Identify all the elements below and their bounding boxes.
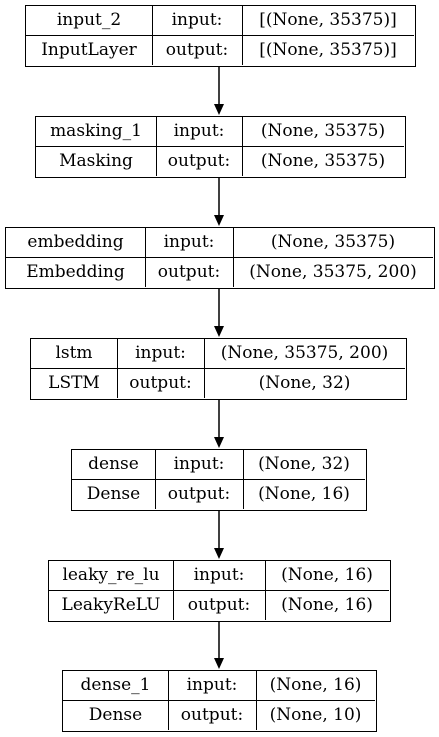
arrow-head-icon (214, 326, 224, 337)
column-divider (241, 6, 243, 65)
input-label: input: (135, 343, 186, 364)
layer-name: lstm (55, 343, 93, 364)
layer-name: masking_1 (50, 121, 142, 142)
column-divider (242, 450, 244, 509)
layer-type: Dense (88, 704, 143, 725)
row-divider (6, 257, 433, 258)
arrow-head-icon (214, 215, 224, 226)
layer-type: Dense (86, 483, 141, 504)
row-divider (63, 700, 375, 701)
column-divider (155, 117, 157, 176)
column-divider (232, 228, 234, 287)
arrow-head-icon (214, 548, 224, 559)
column-divider (241, 117, 243, 176)
output-shape: (None, 32) (258, 372, 351, 393)
layer-name: dense_1 (80, 675, 151, 696)
input-label: input: (173, 121, 225, 142)
column-divider (264, 561, 266, 620)
output-shape: (None, 35375) (260, 150, 386, 171)
input-label: input: (163, 232, 215, 253)
layer-type: LeakyReLU (61, 594, 161, 615)
layer-type: InputLayer (41, 39, 137, 60)
column-divider (154, 450, 156, 509)
output-shape: (None, 10) (269, 704, 362, 725)
output-shape: (None, 35375, 200) (249, 261, 417, 282)
column-divider (172, 561, 174, 620)
layer-type: Embedding (26, 261, 125, 282)
output-shape: (None, 16) (258, 483, 350, 504)
input-label: input: (171, 10, 223, 31)
input-shape: (None, 35375) (270, 232, 396, 253)
input-shape: (None, 35375) (260, 121, 386, 142)
output-shape: (None, 16) (281, 594, 373, 615)
column-divider (144, 228, 146, 287)
input-shape: (None, 16) (281, 565, 373, 586)
output-label: output: (157, 261, 221, 282)
output-label: output: (187, 594, 251, 615)
column-divider (151, 6, 153, 65)
row-divider (26, 35, 414, 36)
output-label: output: (180, 704, 244, 725)
layer-name: leaky_re_lu (62, 565, 160, 586)
column-divider (116, 339, 118, 398)
arrow-head-icon (214, 437, 224, 448)
row-divider (49, 590, 389, 591)
row-divider (36, 146, 404, 147)
input-shape: (None, 16) (269, 675, 362, 696)
input-label: input: (173, 454, 225, 475)
output-label: output: (167, 150, 231, 171)
layer-name: embedding (27, 232, 124, 253)
input-label: input: (186, 675, 238, 696)
input-shape: (None, 35375, 200) (220, 343, 389, 364)
input-shape: (None, 32) (258, 454, 350, 475)
layer-name: dense (88, 454, 139, 475)
output-shape: [(None, 35375)] (259, 39, 397, 60)
input-shape: [(None, 35375)] (259, 10, 397, 31)
output-label: output: (165, 39, 229, 60)
column-divider (255, 671, 257, 730)
layer-type: Masking (59, 150, 133, 171)
column-divider (167, 671, 169, 730)
arrow-head-icon (214, 104, 224, 115)
input-label: input: (193, 565, 245, 586)
output-label: output: (129, 372, 192, 393)
row-divider (31, 368, 405, 369)
layer-name: input_2 (56, 10, 122, 31)
row-divider (72, 479, 365, 480)
layer-type: LSTM (48, 372, 100, 393)
arrow-head-icon (214, 658, 224, 669)
column-divider (203, 339, 205, 398)
output-label: output: (167, 483, 231, 504)
